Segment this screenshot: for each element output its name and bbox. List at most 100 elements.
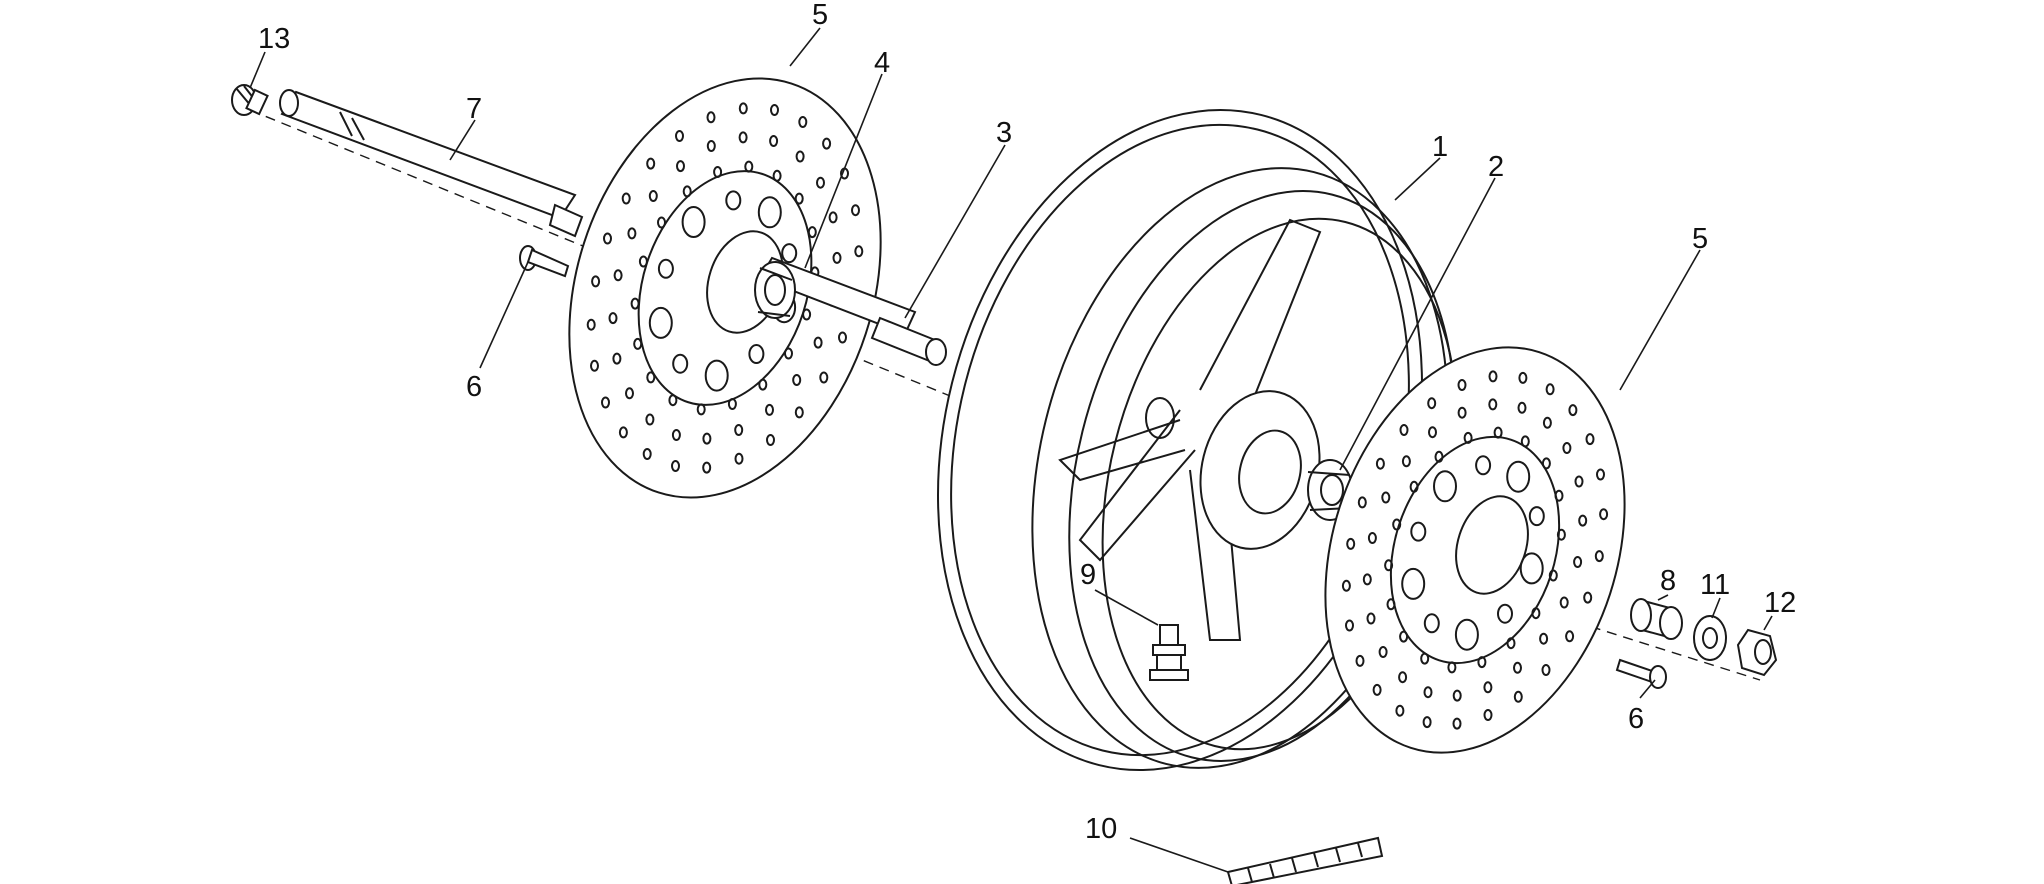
disc-hole [744,160,754,173]
disc-hole [696,403,706,416]
disc-hole [798,116,808,128]
disc-hole [738,131,748,144]
part-8-spacer [1630,598,1683,640]
disc-hole [1483,681,1493,694]
disc-hole [816,176,825,189]
callout-7: 7 [466,93,482,125]
disc-hole [713,166,723,178]
disc-slot [1519,552,1544,585]
disc-hole [1559,596,1569,609]
callout-4: 4 [874,47,890,79]
disc-hole [1345,619,1354,632]
disc-hole [1573,556,1583,568]
disc-hole [671,460,680,472]
disc-hole [1346,537,1356,550]
disc-hole [1585,433,1595,446]
disc-hole [1399,424,1409,436]
disc-slot [704,359,729,392]
disc-hole [625,387,634,400]
disc-hole [734,452,744,465]
disc-hole [608,312,618,325]
disc-slot [725,190,742,211]
disc-hole [1488,370,1498,383]
disc-hole [807,226,817,239]
disc-hole [657,216,666,229]
callout-13: 13 [258,23,290,55]
disc-hole [772,169,782,182]
disc-hole [613,269,623,282]
disc-slot [1528,506,1545,527]
disc-hole [1355,654,1365,667]
disc-hole [1401,455,1411,468]
disc-hole [1375,457,1385,470]
disc-hole [668,394,678,407]
disc-hole [769,135,779,147]
part-5-brake-disc-left [568,77,882,499]
disc-hole [1386,598,1396,611]
disc-hole [1395,704,1405,717]
disc-hole [591,275,601,288]
disc-hole [727,398,737,410]
disc-hole [813,336,823,349]
disc-hole [795,150,805,163]
disc-hole [1392,518,1402,531]
disc-slot [1423,613,1440,634]
disc-hole [627,227,637,240]
disc-slot [648,306,673,339]
callout-9: 9 [1080,559,1096,591]
disc-hole [828,211,838,224]
part-10-balance-weight [1226,836,1384,884]
disc-hole [648,190,658,202]
disc-hole [646,157,656,170]
disc-hole [638,255,648,268]
disc-hole [738,102,748,115]
disc-hole [1596,468,1605,481]
disc-hole [1420,652,1430,665]
callout-11: 11 [1700,569,1730,601]
disc-hole [706,111,716,124]
disc-hole [1447,661,1457,674]
disc-hole [1341,579,1351,592]
disc-hole [1357,496,1367,509]
disc-hole [1427,397,1437,410]
disc-hole [1513,661,1522,674]
callout-6-right: 6 [1628,703,1644,735]
disc-hole [1539,632,1549,645]
disc-hole [633,337,643,350]
disc-hole [612,352,622,365]
disc-slot [1401,567,1426,600]
disc-hole [1562,442,1572,454]
disc-slot [1497,603,1513,624]
callout-5-right: 5 [1692,223,1708,255]
disc-slot [1475,455,1492,476]
disc-hole [646,371,656,384]
part-13-screw [231,84,269,116]
disc-hole [1599,508,1609,521]
disc-hole [1457,379,1467,391]
leader-lines [249,27,1773,873]
disc-hole [1518,371,1528,384]
disc-hole [734,424,744,436]
disc-hole [1409,480,1419,493]
disc-hole [794,192,804,205]
disc-hole [1568,404,1578,417]
disc-hole [1556,528,1566,541]
disc-slot [781,243,798,264]
part-6-bolt-left [519,245,570,278]
disc-hole [1565,630,1575,643]
disc-hole [819,371,829,384]
disc-hole [1493,426,1503,439]
disc-hole [1488,398,1498,411]
disc-hole [1541,457,1551,470]
part-4-bearing [754,261,796,319]
disc-hole [671,429,681,441]
disc-hole [854,245,864,258]
disc-hole [1378,646,1388,658]
disc-hole [838,331,847,344]
disc-slot [1433,470,1457,503]
disc-hole [1517,401,1527,414]
disc-hole [794,406,804,419]
disc-hole [822,137,832,150]
disc-slot [1454,618,1479,651]
